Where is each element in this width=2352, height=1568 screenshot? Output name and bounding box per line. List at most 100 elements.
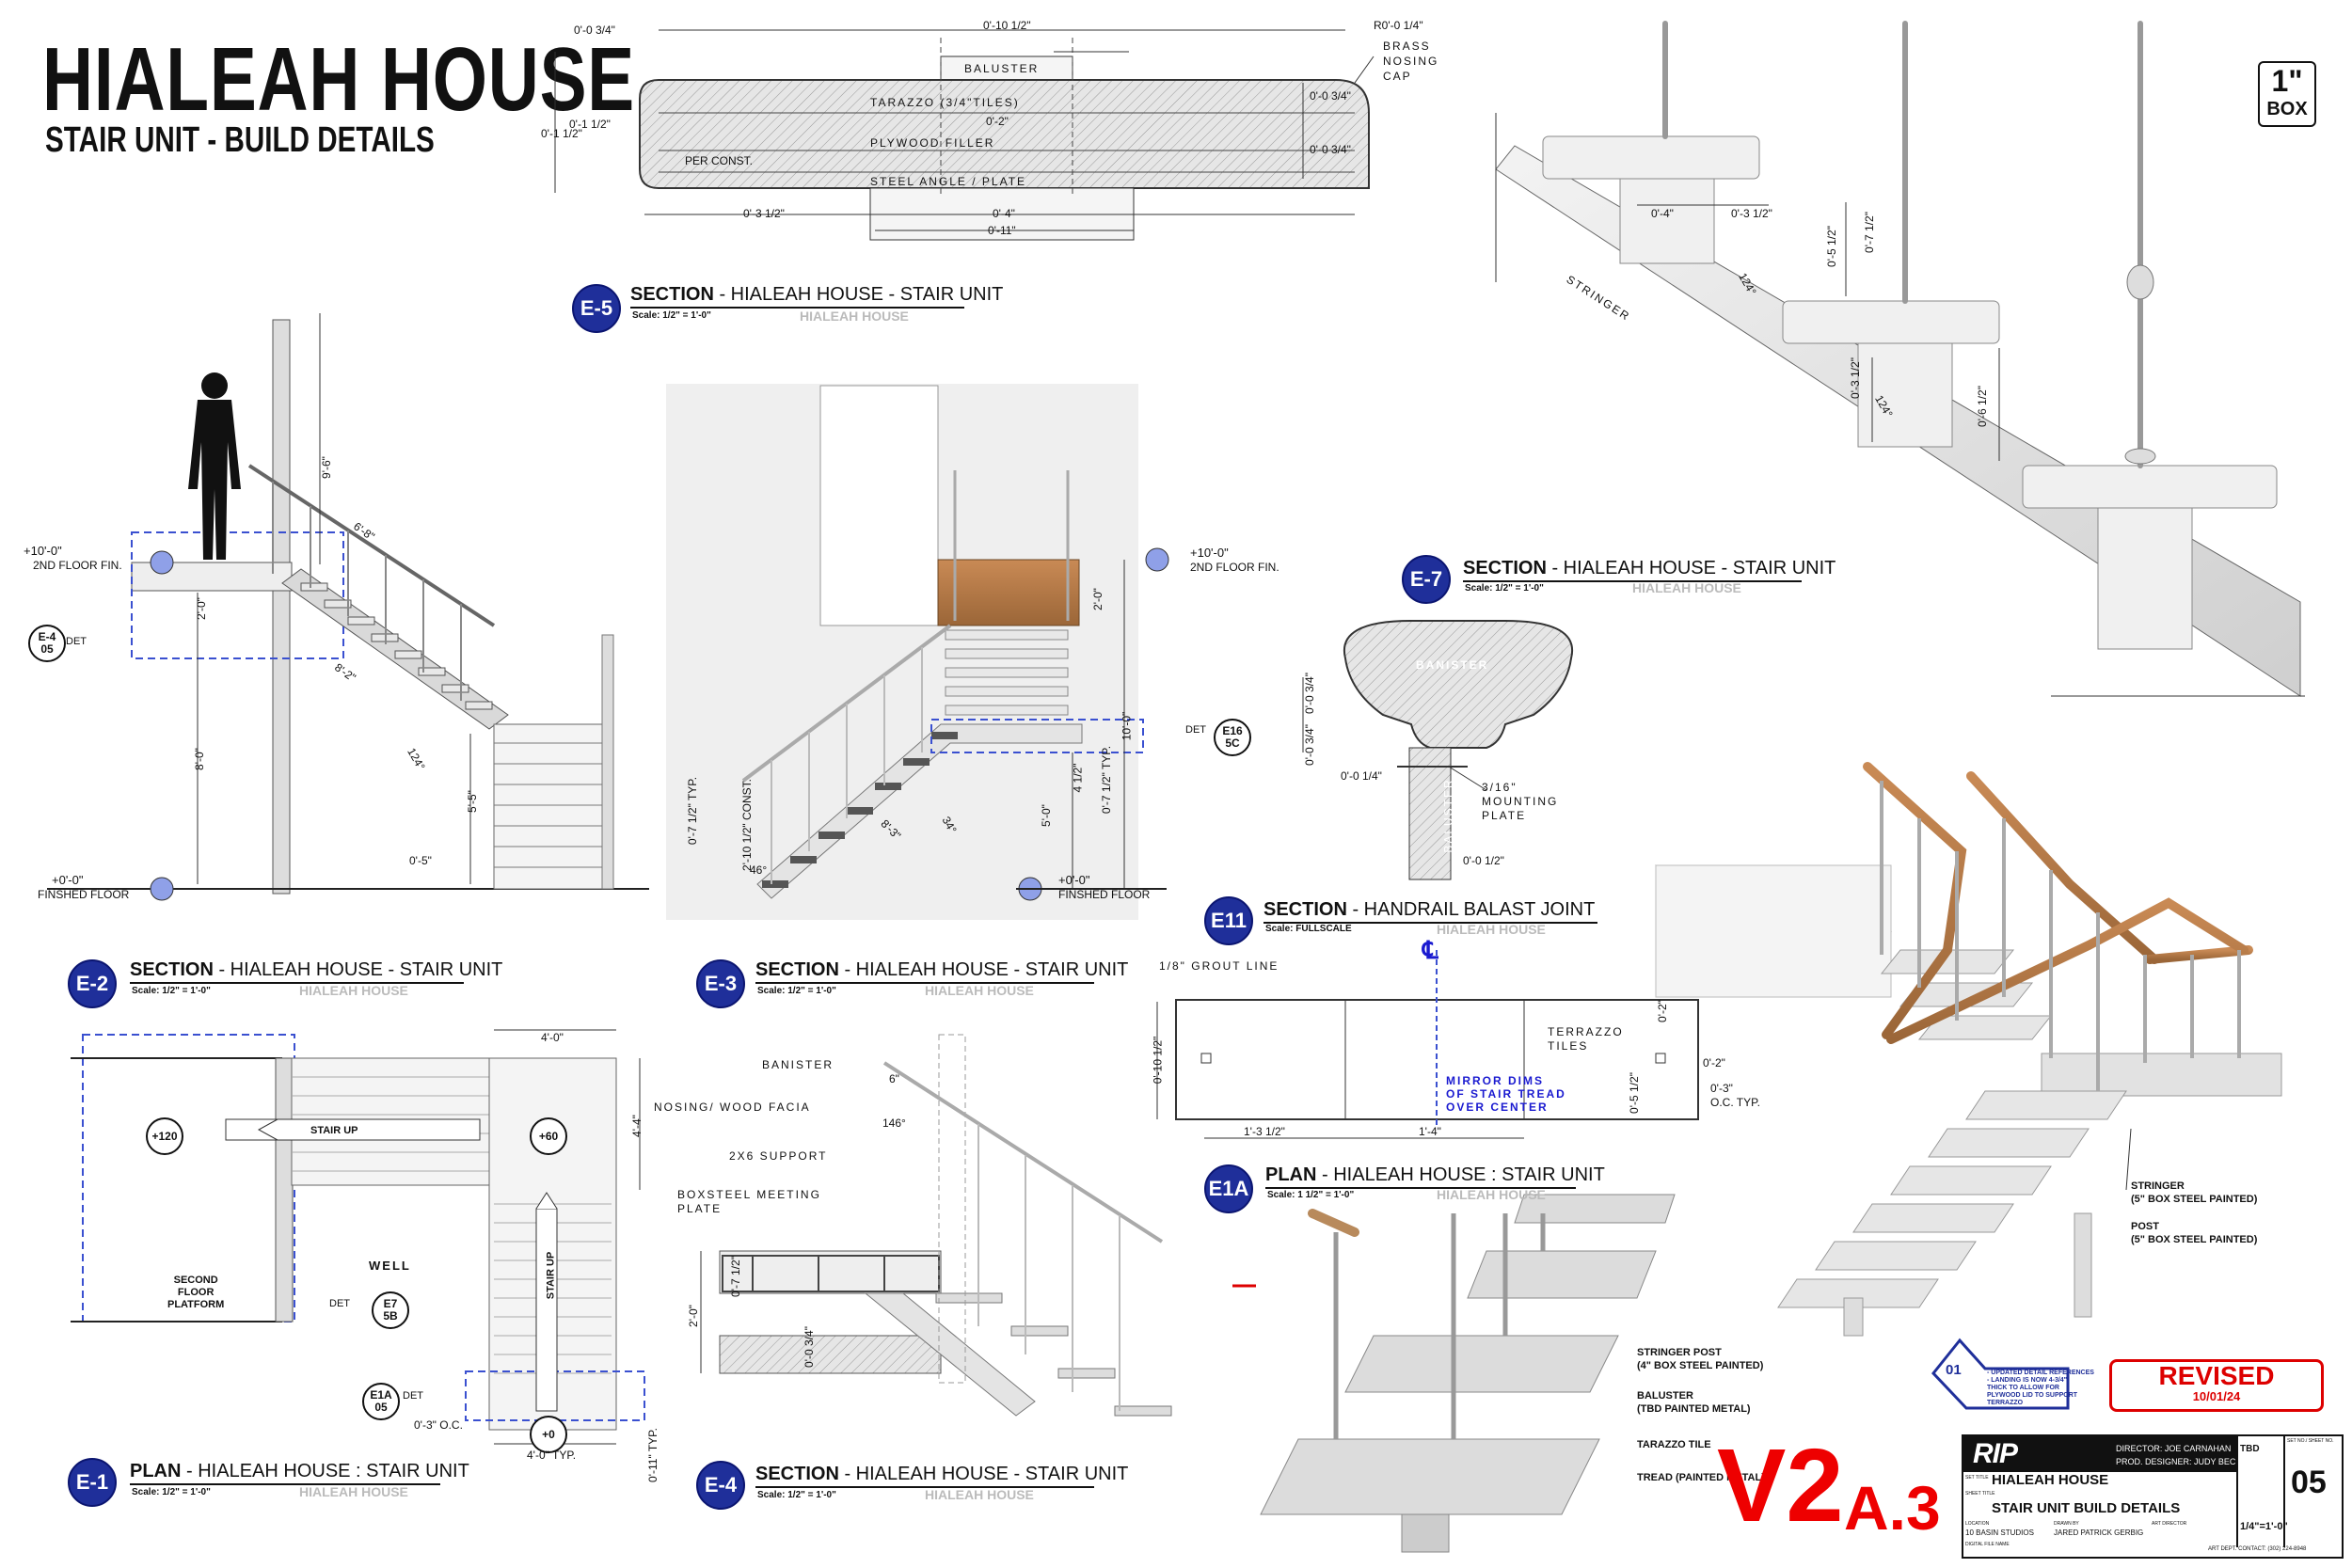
revision-number: 01	[1946, 1362, 1962, 1378]
section-title-type: PLAN	[1265, 1164, 1317, 1185]
e3-stair-section	[666, 384, 1169, 920]
e5-cap-label: CAP	[1383, 70, 1412, 83]
e1-elevation-120: +120	[146, 1117, 183, 1155]
e11-plate-mounting: MOUNTING	[1482, 795, 1559, 808]
e7-dim-h: 0'-6 1/2"	[1975, 386, 1989, 427]
revised-stamp-text: REVISED	[2158, 1361, 2275, 1390]
e3-dim-d1: 2'-0"	[1090, 588, 1104, 610]
e1-elevation-0: +0	[530, 1416, 567, 1453]
e5-plywood-label: PLYWOOD FILLER	[870, 136, 995, 150]
centerline-icon: ℄	[1422, 936, 1438, 964]
section-scale-e1: Scale: 1/2" = 1'-0"	[132, 1487, 211, 1497]
render-tarazzo-label: TARAZZO TILE	[1637, 1439, 1711, 1450]
e5-perconst-label: PER CONST.	[685, 154, 754, 167]
e3-level-bottom-label: FINSHED FLOOR	[1058, 888, 1151, 901]
e2-level-bottom: +0'-0"	[52, 873, 84, 887]
detail-tag-bottom: 05	[40, 642, 54, 656]
section-badge-e7: E-7	[1402, 555, 1451, 604]
e3-dim-d9: 0'-7 1/2" TYP.	[686, 776, 700, 846]
section-title-text: - HIALEAH HOUSE - STAIR UNIT	[838, 959, 1129, 980]
mirror-note-line: OF STAIR TREAD	[1446, 1087, 1566, 1101]
e1a-dim-a: 0'-10 1/2"	[1151, 1036, 1165, 1085]
e4-stair-section	[700, 1034, 1172, 1417]
e2-stair-section	[47, 313, 649, 901]
e1a-tread-plan	[1156, 950, 1699, 1139]
render-baluster-label: BALUSTER	[1637, 1390, 1693, 1402]
section-badge-e4: E-4	[696, 1461, 745, 1510]
section-title-type: SECTION	[130, 959, 214, 980]
e1-well-label: WELL	[369, 1259, 411, 1273]
e4-plate-label: PLATE	[677, 1202, 723, 1215]
section-ref-e4: HIALEAH HOUSE	[925, 1487, 1034, 1502]
section-scale-e7: Scale: 1/2" = 1'-0"	[1465, 583, 1544, 594]
e7-dim-c: 0'-5 1/2"	[1824, 226, 1838, 267]
tb-set-title: HIALEAH HOUSE	[1992, 1472, 2109, 1488]
e1-det-label-2: DET	[403, 1390, 423, 1402]
mirror-note-line: OVER CENTER	[1446, 1101, 1549, 1114]
section-badge-e1: E-1	[68, 1458, 117, 1507]
revision-note: - UPDATED DETAIL REFERENCES - LANDING IS…	[1987, 1370, 2094, 1407]
tb-art-director-label: ART DIRECTOR	[2152, 1521, 2187, 1527]
e7-dim-a: 0'-4"	[1651, 207, 1674, 220]
section-title-text: - HANDRAIL BALAST JOINT	[1346, 899, 1596, 920]
section-ref-e7: HIALEAH HOUSE	[1632, 580, 1741, 595]
section-title-type: SECTION	[755, 1464, 839, 1484]
e3-dim-d4: 0'-7 1/2" TYP.	[1100, 745, 1114, 815]
section-badge-e5: E-5	[572, 284, 621, 333]
e2-det-label: DET	[66, 636, 87, 647]
e1-dim-a: 4'-0"	[541, 1031, 564, 1044]
title-block-logo-bar	[1963, 1436, 2236, 1472]
e3-det-label: DET	[1185, 724, 1206, 736]
tb-divider	[2236, 1436, 2238, 1547]
e3-dim-d2: 10'-0"	[1120, 711, 1134, 741]
render-tread-label: TREAD (PAINTED METAL)	[1637, 1472, 1765, 1483]
detail-tag-top: E7	[383, 1297, 398, 1310]
section-ref-e2: HIALEAH HOUSE	[299, 983, 408, 998]
e5-dim-mid: 0'-2"	[986, 115, 1009, 128]
e5-tarazzo-label: TARAZZO (3/4"TILES)	[870, 96, 1020, 109]
tb-drawn-label: DRAWN BY	[2054, 1521, 2079, 1527]
platform-label-line: SECOND	[173, 1275, 218, 1286]
detail-tag-bottom: 5B	[383, 1309, 398, 1323]
detail-tag-bottom: 5C	[1225, 736, 1240, 750]
section-ref-e5: HIALEAH HOUSE	[800, 309, 909, 324]
e2-dim-s2: 0'-5"	[409, 854, 432, 867]
e3-dim-d5: 5'-0"	[1039, 804, 1053, 827]
studio-logo: RIP	[1973, 1438, 2018, 1469]
render-post-spec: (5" BOX STEEL PAINTED)	[2131, 1234, 2258, 1245]
e1-stair-up-label: STAIR UP	[310, 1125, 358, 1136]
e3-dim-d10: 2'-10 1/2" CONST.	[739, 779, 754, 871]
e4-support-label: 2X6 SUPPORT	[729, 1149, 828, 1163]
e5-dim-r1: 0'-0 3/4"	[1310, 89, 1351, 103]
section-ref-e1: HIALEAH HOUSE	[299, 1484, 408, 1499]
revision-note-line: PLYWOOD LID TO SUPPORT	[1987, 1392, 2078, 1399]
e1a-dim-h: 0'-5 1/2"	[1627, 1072, 1641, 1114]
section-badge-e3: E-3	[696, 959, 745, 1008]
section-title-e1a: PLAN - HIALEAH HOUSE : STAIR UNIT	[1265, 1164, 1605, 1189]
box-label-text: BOX	[2266, 99, 2308, 119]
e5-dim-bottom: 0'-11"	[988, 224, 1016, 237]
e7-dim-f: 0'-3 1/2"	[1848, 357, 1862, 399]
tb-set-no: TBD	[2240, 1444, 2260, 1454]
e4-dim-c: 0'-7 1/2"	[728, 1256, 742, 1297]
tb-sheet-title-label: SHEET TITLE	[1965, 1491, 1995, 1497]
version-major: V2	[1717, 1428, 1844, 1544]
section-badge-e1a: E1A	[1204, 1164, 1253, 1213]
e4-banister-label: BANISTER	[762, 1058, 834, 1071]
revised-stamp-date: 10/01/24	[2192, 1389, 2241, 1403]
e4-dim-d: 2'-0"	[686, 1305, 700, 1327]
e11-dim-d: 0'-0 3/4"	[1302, 724, 1316, 766]
e3-level-top: +10'-0"	[1190, 546, 1229, 560]
e2-level-top-label: 2ND FLOOR FIN.	[33, 559, 122, 572]
e1a-dim-c: 1'-4"	[1419, 1125, 1441, 1138]
tb-sheet-no: 05	[2291, 1465, 2327, 1500]
revision-note-line: - LANDING IS NOW 4-3/4"	[1987, 1377, 2067, 1384]
section-title-type: SECTION	[1463, 558, 1547, 578]
section-title-e11: SECTION - HANDRAIL BALAST JOINT	[1263, 899, 1597, 924]
section-title-type: SECTION	[1263, 899, 1347, 920]
section-scale-e3: Scale: 1/2" = 1'-0"	[757, 986, 836, 996]
e11-plate-size: 3/16"	[1482, 781, 1518, 794]
section-title-e2: SECTION - HIALEAH HOUSE - STAIR UNIT	[130, 959, 502, 984]
